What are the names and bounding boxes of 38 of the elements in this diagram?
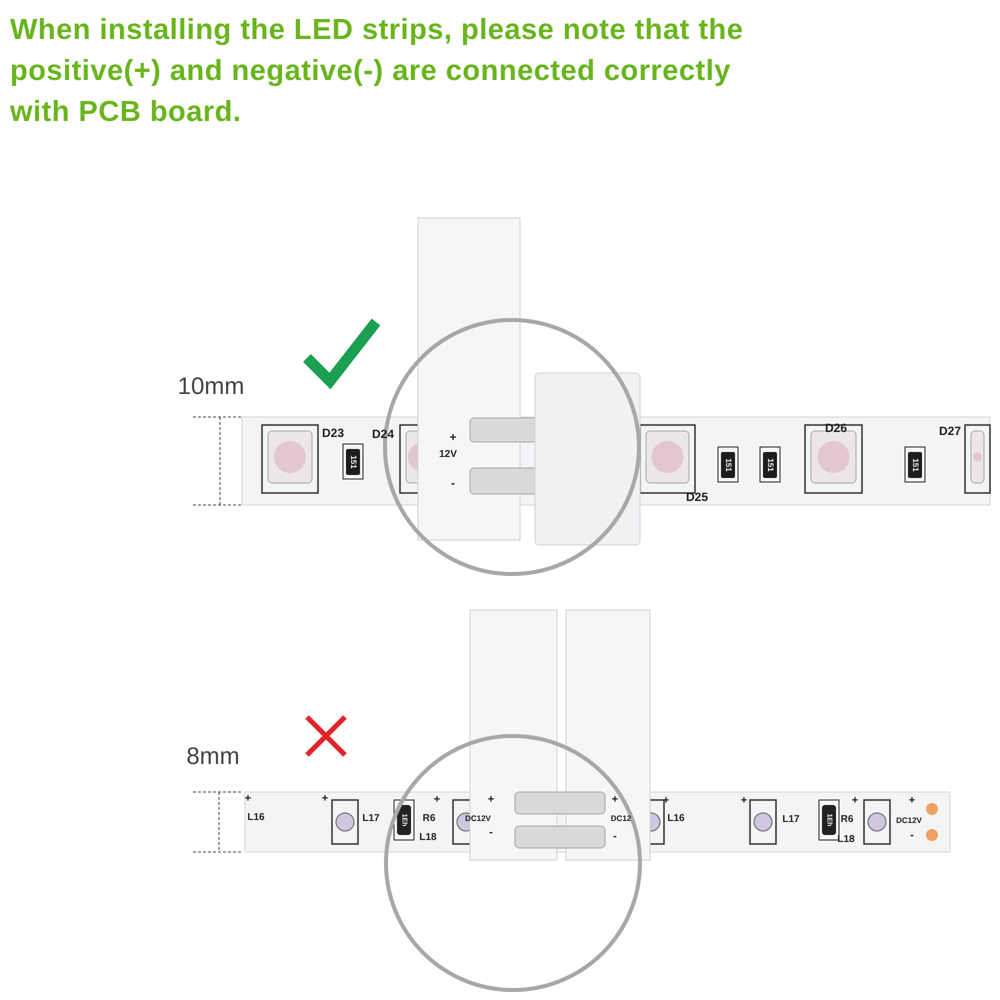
- silkscreen-label: R6: [422, 814, 436, 824]
- silkscreen-label: +: [612, 794, 618, 806]
- title: When installing the LED strips, please note that the positive(+) and negative(-) are connected correctly with PCB board.: [10, 13, 744, 130]
- resistor-code: 151: [911, 458, 919, 472]
- resistor-code: 151: [766, 458, 774, 472]
- silkscreen-label: 12V: [439, 450, 457, 460]
- silkscreen-label: -: [451, 477, 455, 489]
- silkscreen-label: L17: [782, 815, 800, 825]
- silkscreen-label: L18: [419, 833, 437, 843]
- silkscreen-label: L17: [362, 814, 380, 824]
- silkscreen-label: +: [244, 794, 252, 804]
- silkscreen-label: D27: [939, 425, 961, 437]
- silkscreen-label: +: [488, 794, 494, 806]
- silkscreen-label: -: [489, 828, 493, 838]
- silkscreen-label: R6: [840, 815, 854, 825]
- silkscreen-label: -: [613, 832, 617, 842]
- silkscreen-label: +: [908, 796, 916, 806]
- silkscreen-label: L18: [837, 835, 855, 845]
- silkscreen-label: DC12V: [465, 815, 491, 823]
- dimension-label: 8mm: [186, 745, 240, 769]
- silkscreen-label: D25: [686, 491, 708, 503]
- silkscreen-label: +: [434, 794, 440, 806]
- resistor-code: 151: [349, 455, 357, 469]
- silkscreen-label: +: [852, 796, 858, 806]
- silkscreen-label: +: [450, 431, 456, 443]
- silkscreen-label: +: [740, 796, 748, 806]
- dimension-label: 10mm: [178, 375, 244, 399]
- silkscreen-label: D23: [322, 427, 344, 439]
- silkscreen-label: -: [910, 830, 914, 842]
- silkscreen-label: D24: [372, 428, 394, 440]
- resistor-code: 151: [724, 458, 732, 472]
- silkscreen-label: D26: [825, 422, 847, 434]
- silkscreen-label: DC12: [610, 815, 632, 823]
- silkscreen-label: +: [662, 796, 670, 806]
- silkscreen-label: L16: [247, 813, 265, 823]
- silkscreen-label: +: [322, 794, 328, 804]
- silkscreen-label: L16: [667, 814, 685, 824]
- silkscreen-label: DC12V: [896, 817, 922, 825]
